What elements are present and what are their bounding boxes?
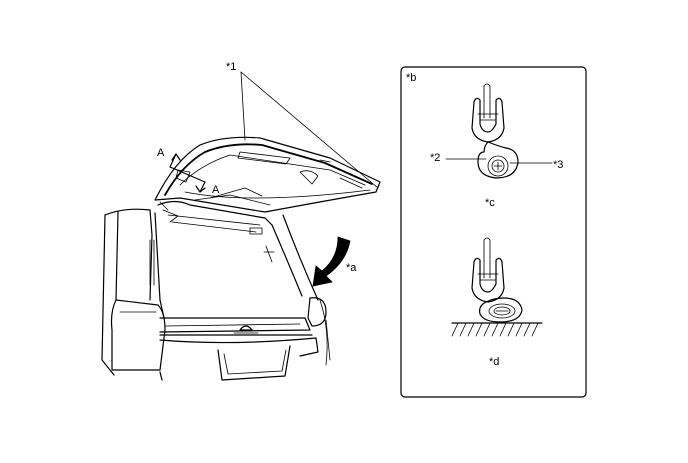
callout-1-label: *1 <box>226 61 236 73</box>
callout-d-label: *d <box>489 356 499 368</box>
callout-1-leaders <box>240 71 379 189</box>
section-mark-a: A A <box>157 147 220 196</box>
callout-2-label: *2 <box>430 152 440 164</box>
callout-b-label: *b <box>406 72 416 84</box>
closing-direction-arrow <box>312 236 351 287</box>
detail-box-b <box>400 66 587 398</box>
weatherstrip-clip-detail-d <box>451 237 543 337</box>
callout-c-label: *c <box>485 197 495 209</box>
callout-3-label: *3 <box>553 159 563 171</box>
weatherstrip-clip-detail-c <box>445 83 553 179</box>
vehicle-rear-illustration <box>101 200 331 381</box>
section-label-top: A <box>157 147 165 159</box>
callout-a-label: *a <box>346 262 357 274</box>
back-door-panel <box>154 136 381 213</box>
section-label-bottom: A <box>212 184 220 196</box>
